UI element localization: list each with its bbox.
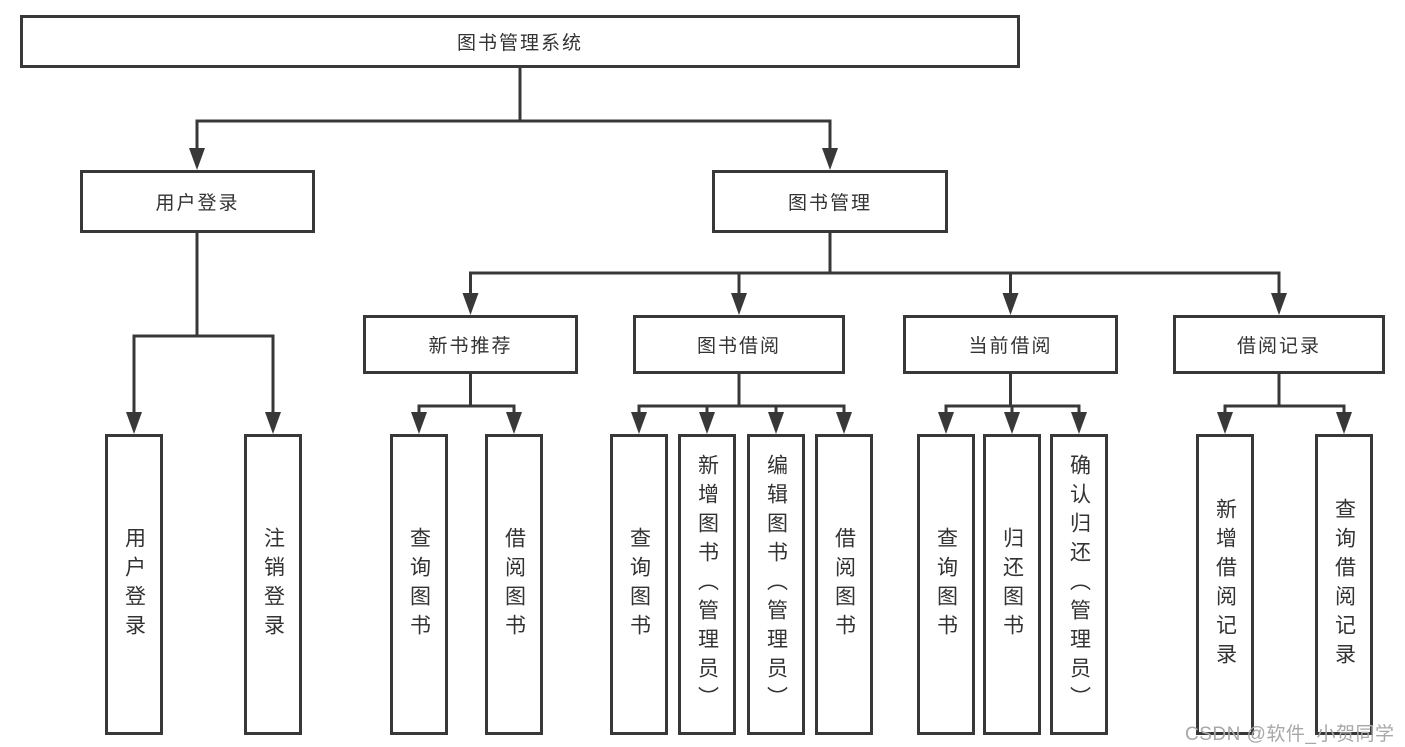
node-label: 编辑图书（管理员） (764, 454, 788, 715)
leaf-bb-edit-books-admin: 编辑图书（管理员） (747, 434, 805, 735)
node-label: 图书管理系统 (456, 33, 583, 54)
node-user-login-branch: 用户登录 (80, 170, 315, 233)
arrowheads (126, 148, 1352, 434)
node-label: 注销登录 (261, 526, 285, 643)
node-label: 查询图书 (407, 526, 431, 643)
node-label: 借阅记录 (1236, 336, 1321, 357)
node-root-system: 图书管理系统 (20, 15, 1020, 68)
csdn-watermark: CSDN @软件_小贺同学 (1185, 724, 1395, 745)
node-label: 确认归还（管理员） (1067, 454, 1091, 715)
leaf-bb-borrow-books: 借阅图书 (815, 434, 873, 735)
node-book-borrow: 图书借阅 (633, 315, 845, 374)
node-label: 借阅图书 (832, 526, 856, 643)
leaf-nbr-borrow-books: 借阅图书 (485, 434, 543, 735)
leaf-cb-query-books: 查询图书 (917, 434, 975, 735)
node-label: 归还图书 (1000, 526, 1024, 643)
leaf-cb-confirm-return-admin: 确认归还（管理员） (1050, 434, 1108, 735)
node-current-borrow: 当前借阅 (903, 315, 1118, 374)
leaf-bb-query-books: 查询图书 (610, 434, 668, 735)
node-label: 借阅图书 (502, 526, 526, 643)
node-label: 用户登录 (122, 526, 146, 643)
node-label: 查询图书 (934, 526, 958, 643)
node-label: 图书借阅 (696, 336, 781, 357)
node-new-book-recommend: 新书推荐 (363, 315, 578, 374)
node-label: 查询借阅记录 (1332, 497, 1356, 672)
leaf-bb-add-books-admin: 新增图书（管理员） (678, 434, 736, 735)
node-label: 查询图书 (627, 526, 651, 643)
node-borrow-records: 借阅记录 (1173, 315, 1385, 374)
node-label: 新增借阅记录 (1213, 497, 1237, 672)
leaf-nbr-query-books: 查询图书 (390, 434, 448, 735)
leaf-user-login: 用户登录 (105, 434, 163, 735)
leaf-cb-return-books: 归还图书 (983, 434, 1041, 735)
leaf-br-query-record: 查询借阅记录 (1315, 434, 1373, 735)
leaf-logout: 注销登录 (244, 434, 302, 735)
node-label: 用户登录 (155, 193, 240, 214)
node-label: 图书管理 (787, 193, 872, 214)
node-label: 新增图书（管理员） (695, 454, 719, 715)
node-label: 新书推荐 (428, 336, 513, 357)
node-book-management-branch: 图书管理 (712, 170, 948, 233)
leaf-br-add-record: 新增借阅记录 (1196, 434, 1254, 735)
node-label: 当前借阅 (968, 336, 1053, 357)
